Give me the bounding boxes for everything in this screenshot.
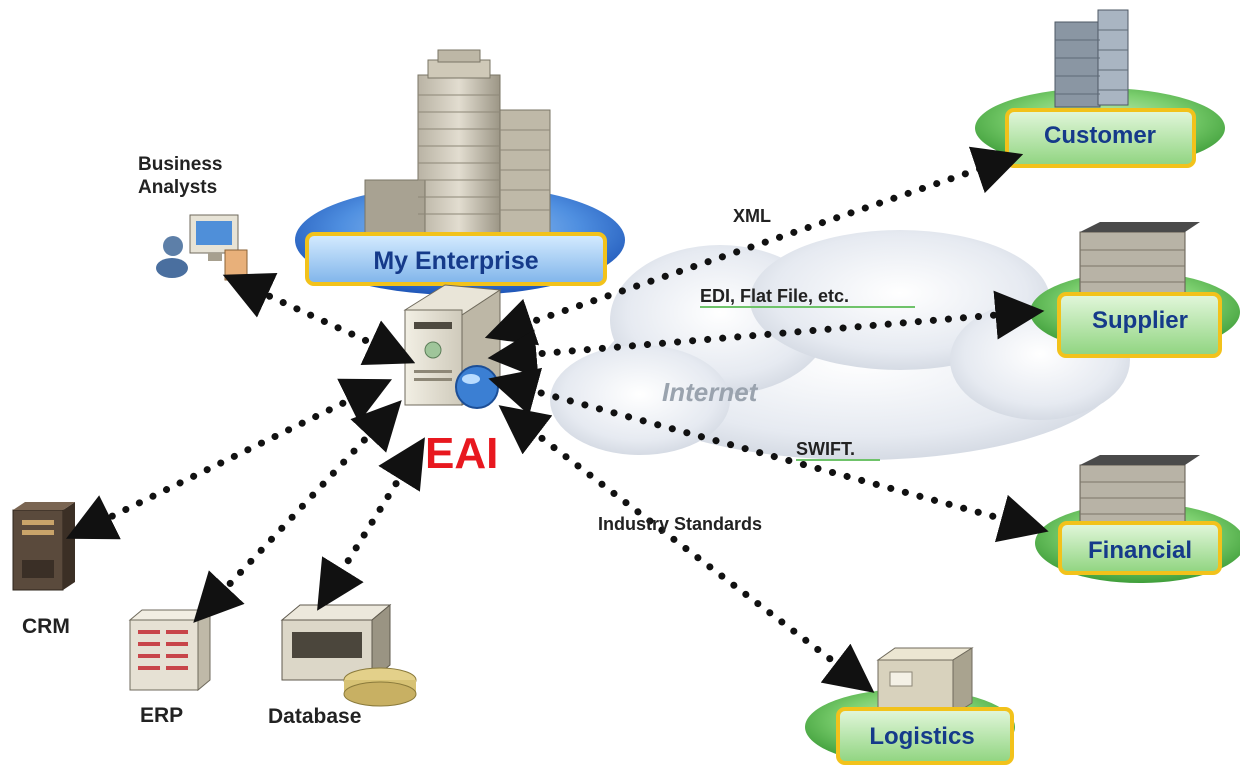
internet-cloud <box>550 230 1130 460</box>
logistics-label: Logistics <box>869 723 974 750</box>
customer-label-box <box>1005 108 1196 168</box>
financial-label: Financial <box>1088 537 1192 564</box>
connector-erp <box>193 400 402 623</box>
crm-server-icon <box>12 502 75 591</box>
connector-customer <box>484 146 1024 346</box>
analysts-label-line1: Business <box>138 154 222 175</box>
link-label-xml: XML <box>733 206 771 226</box>
connectors <box>65 146 1049 693</box>
internet-label: Internet <box>662 377 759 407</box>
glass-tower-icon <box>1054 9 1129 108</box>
connector-supplier <box>487 290 1045 379</box>
business-analysts-icon <box>156 214 248 281</box>
link-label-swift: SWIFT. <box>796 439 855 459</box>
link-label-edi: EDI, Flat File, etc. <box>700 286 849 306</box>
logistics-node <box>805 647 1015 765</box>
database-icon <box>280 603 417 707</box>
financial-node <box>1035 455 1240 583</box>
financial-label-box <box>1058 521 1222 575</box>
crm-label: CRM <box>22 615 70 638</box>
database-label: Database <box>268 705 361 728</box>
logistics-label-box <box>836 707 1014 765</box>
customer-label: Customer <box>1044 122 1156 149</box>
eai-server-icon <box>403 284 502 409</box>
link-label-industry: Industry Standards <box>598 514 762 534</box>
supplier-label-box <box>1057 292 1222 358</box>
analysts-label-line2: Analysts <box>138 177 217 198</box>
supplier-node <box>1030 222 1240 358</box>
erp-server-icon <box>128 608 212 692</box>
connector-database <box>317 437 425 611</box>
connector-analysts <box>222 272 416 366</box>
eai-label: EAI <box>425 429 498 478</box>
customer-node <box>975 9 1225 168</box>
erp-label: ERP <box>140 704 183 727</box>
supplier-label: Supplier <box>1092 307 1188 334</box>
connector-logistics <box>498 405 875 693</box>
office-tower-icon <box>364 49 551 241</box>
enterprise-label: My Enterprise <box>373 247 538 275</box>
warehouse-icon <box>876 647 974 716</box>
connector-crm <box>65 378 393 540</box>
